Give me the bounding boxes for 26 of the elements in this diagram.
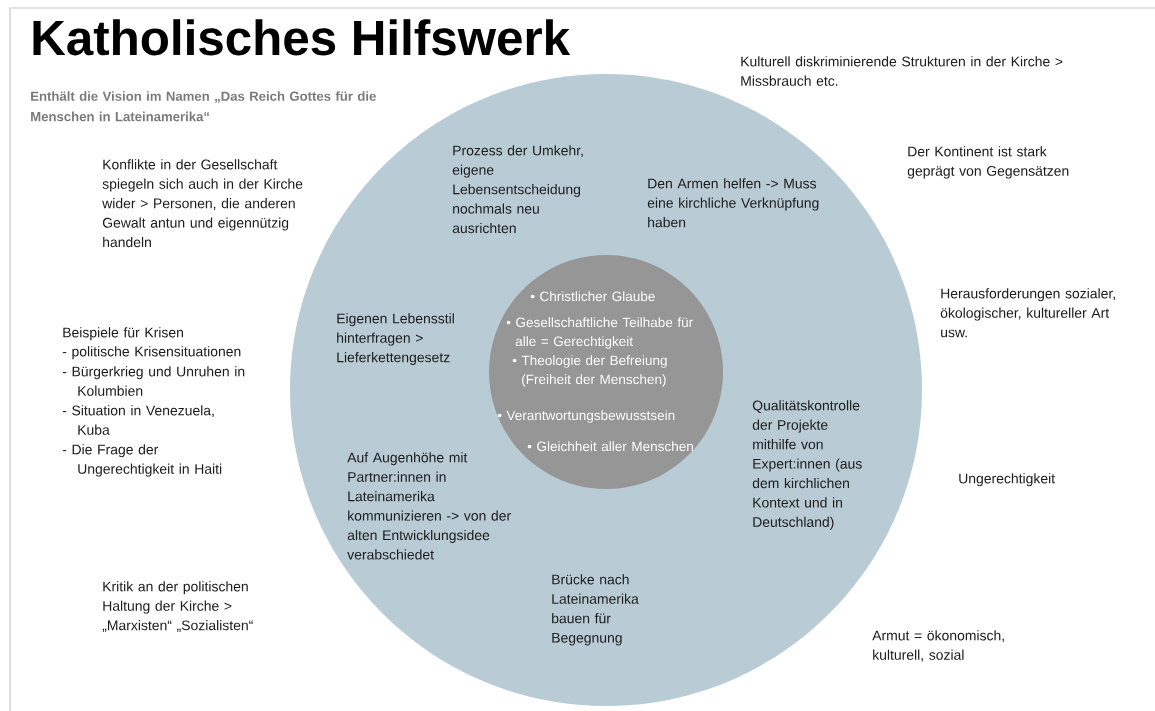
circle-text: Prozess der Umkehr, eigene Lebensentscheidung nochmals neu ausrichten xyxy=(452,145,583,234)
bullet-item: • Christlicher Glaube xyxy=(530,291,655,302)
bullet-item: • Gesellschaftliche Teilhabe für alle = Gerechtigkeit xyxy=(506,317,693,349)
bullet-item: • Gleichheit aller Menschen xyxy=(527,441,693,452)
bullet-item: • Verantwortungsbewusstsein xyxy=(497,410,675,423)
note-text: Beispiele für Krisen xyxy=(63,327,183,341)
note-text: Ungerechtigkeit xyxy=(959,473,1055,487)
list-item: - Die Frage der Ungerechtigkeit in Haiti xyxy=(62,444,222,477)
title: Katholisches Hilfswerk xyxy=(33,19,571,56)
circle-text: Brücke nach Lateinamerika bauen für Begegnung xyxy=(552,574,639,646)
circle-text: Qualitätskontrolle der Projekte mithilfe von Expert:innen (aus dem kirchlichen Kontext und in Deutschland) xyxy=(752,400,862,530)
circle-text: Auf Augenhöhe mit Partner:innen in Lateinamerika kommunizieren -> von der alten Entwicklungsidee verabschiedet xyxy=(347,452,511,560)
circle-text: Den Armen helfen -> Muss eine kirchliche Verknüpfung haben xyxy=(647,178,819,228)
list-item: - Situation in Venezuela, Kuba xyxy=(62,405,214,435)
note-text: Herausforderungen sozialer, ökologischer, kultureller Art usw. xyxy=(940,288,1115,338)
circle-text: Eigenen Lebensstil hinterfragen > Lieferkettengesetz xyxy=(337,313,454,366)
bullet-item: • Theologie der Befreiung (Freiheit der Menschen) xyxy=(512,355,667,387)
note-text: Armut = ökonomisch, kulturell, sozial xyxy=(872,630,1004,662)
subtitle: Enthält die Vision im Namen „Das Reich Gottes für die Menschen in Lateinamerika“ xyxy=(31,91,376,122)
note-text: Kulturell diskriminierende Strukturen in der Kirche > Missbrauch etc. xyxy=(741,56,1063,86)
list-item: - Bürgerkrieg und Unruhen in Kolumbien xyxy=(62,366,245,396)
note-text: Der Kontinent ist stark geprägt von Gegensätzen xyxy=(907,146,1069,179)
note-text: Kritik an der politischen Haltung der Kirche > „Marxisten“ „Sozialisten“ xyxy=(102,581,253,632)
note-text: Konflikte in der Gesellschaft spiegeln sich auch in der Kirche wider > Personen, die anderen Gewalt antun und eigennützig handeln xyxy=(102,159,303,248)
note-text: - politische Krisensituationen xyxy=(62,346,241,360)
circle xyxy=(489,255,723,489)
